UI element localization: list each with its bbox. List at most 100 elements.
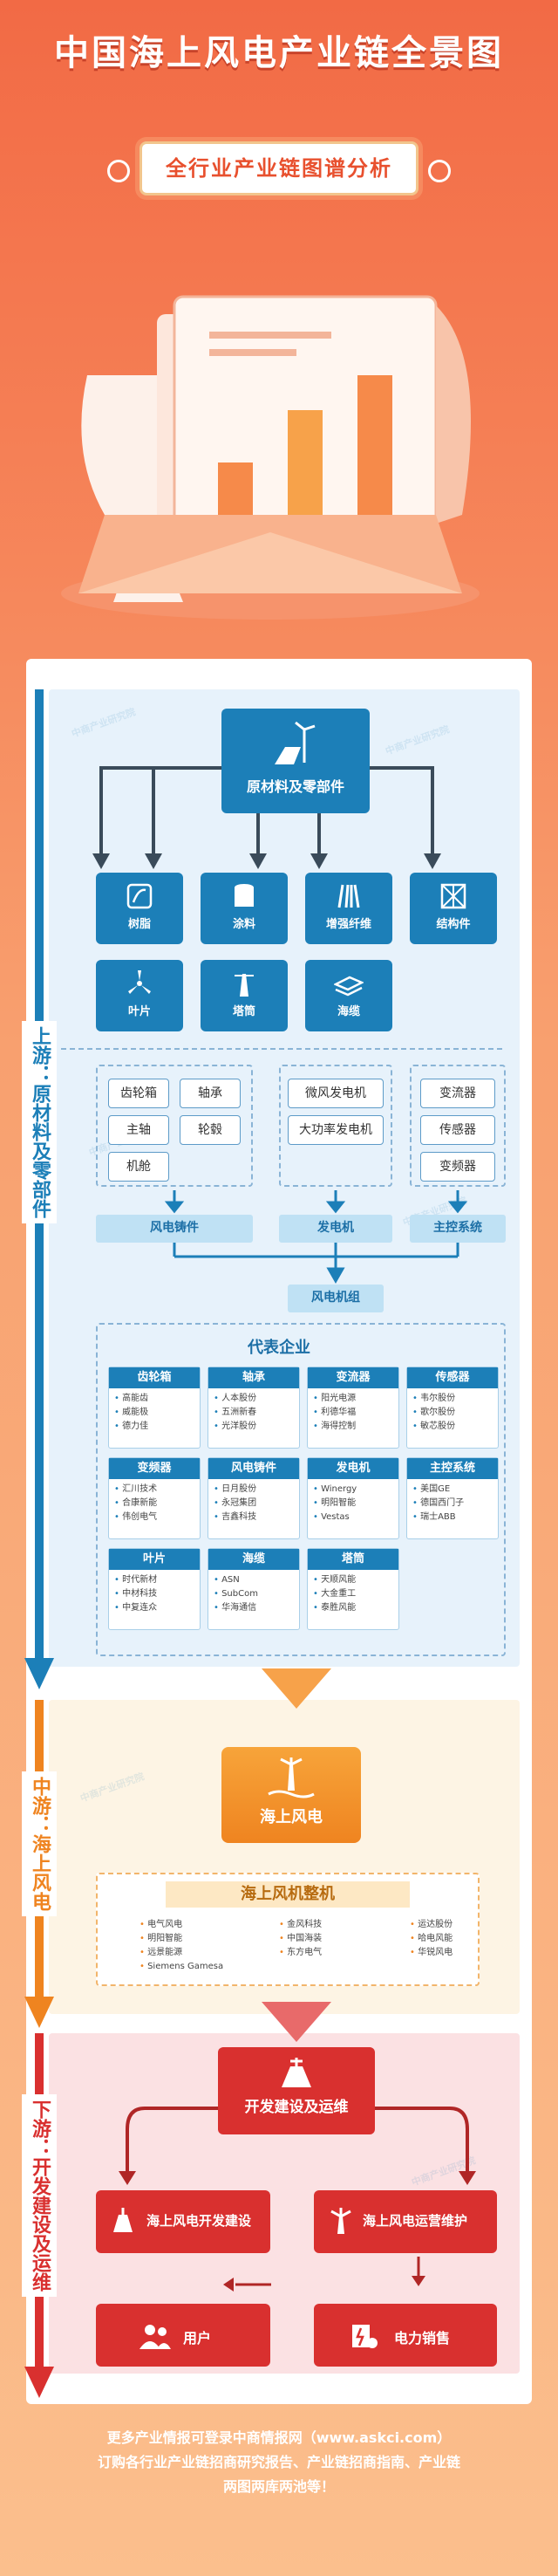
- offshore-platform-icon: [113, 2208, 133, 2232]
- rep-card-list: Winergy明阳智能Vestas: [308, 1479, 398, 1528]
- fiber-icon: [337, 884, 360, 908]
- tower-icon: [235, 974, 254, 997]
- upstream-hub: 原材料及零部件: [221, 709, 370, 813]
- group-control: 主控系统: [410, 1215, 506, 1243]
- offshore-wind-icon: [268, 1757, 315, 1798]
- subtitle-banner: 全行业产业链图谱分析: [107, 141, 451, 195]
- oem-list-1: 电气风电 明阳智能 远景能源 Siemens Gamesa: [140, 1918, 223, 1974]
- arrow-down-icon: [24, 1997, 54, 2028]
- rep-company: 高能齿: [114, 1392, 194, 1406]
- upstream-label: 上游：原材料及零部件: [22, 1021, 57, 1223]
- rep-company: 海得控制: [313, 1420, 393, 1434]
- hub-connectors: [92, 766, 441, 869]
- rep-company: 华海通信: [214, 1601, 294, 1615]
- castings-box: [96, 1065, 253, 1187]
- rep-company: 光洋股份: [214, 1420, 294, 1434]
- rep-card: 叶片时代新材中材科技中复连众: [108, 1548, 201, 1630]
- separator: [61, 1048, 506, 1050]
- rep-card-title: 发电机: [308, 1458, 398, 1479]
- arrow-down-icon: [24, 1658, 54, 1689]
- rep-company: 大金重工: [313, 1587, 393, 1601]
- rep-card: 齿轮箱高能齿威能极德力佳: [108, 1367, 201, 1449]
- offshore-ops-box: 海上风电运营维护: [314, 2190, 497, 2253]
- rep-card-title: 传感器: [407, 1367, 498, 1388]
- rep-enterprises-title: 代表企业: [248, 1339, 310, 1357]
- rep-card-title: 海缆: [208, 1549, 299, 1570]
- footer-line-1: 更多产业情报可登录中商情报网（www.askci.com）: [106, 2429, 452, 2446]
- part-bearing: 轴承: [180, 1079, 241, 1108]
- group-generator: 发电机: [279, 1215, 392, 1243]
- rep-card-list: 人本股份五洲新春光洋股份: [208, 1388, 299, 1437]
- oem-list-3: 运达股份 哈电风能 华锐风电: [410, 1918, 453, 1960]
- hero-illustration-icon: [61, 295, 480, 620]
- rep-card: 发电机Winergy明阳智能Vestas: [307, 1457, 399, 1539]
- rep-card: 轴承人本股份五洲新春光洋股份: [208, 1367, 300, 1449]
- subtitle: 全行业产业链图谱分析: [166, 156, 392, 181]
- material-structure: 结构件: [410, 873, 497, 944]
- rep-company: 日月股份: [214, 1483, 294, 1497]
- downstream-hub: 开发建设及运维: [218, 2047, 375, 2134]
- rep-company: 韦尔股份: [412, 1392, 493, 1406]
- rep-company: 美国GE: [412, 1483, 493, 1497]
- rep-card-list: 阳光电源利德华福海得控制: [308, 1388, 398, 1437]
- material-cable: 海缆: [305, 960, 392, 1031]
- rep-card: 塔筒天顺风能大金重工泰胜风能: [307, 1548, 399, 1630]
- rep-enterprises-box: [96, 1323, 506, 1656]
- part-breeze-generator: 微风发电机: [288, 1079, 384, 1108]
- rep-card: 主控系统美国GE德国西门子瑞士ABB: [406, 1457, 499, 1539]
- rep-card-title: 轴承: [208, 1367, 299, 1388]
- part-gearbox: 齿轮箱: [108, 1079, 169, 1108]
- rep-card: 传感器韦尔股份歌尔股份敏芯股份: [406, 1367, 499, 1449]
- power-sales-label: 电力销售: [394, 2330, 451, 2346]
- part-high-power-generator: 大功率发电机: [288, 1115, 384, 1145]
- power-plug-icon: [352, 2325, 378, 2348]
- material-fiber: 增强纤维: [305, 873, 392, 944]
- rep-company: SubCom: [214, 1587, 294, 1601]
- rep-company: 人本股份: [214, 1392, 294, 1406]
- rep-company: 阳光电源: [313, 1392, 393, 1406]
- rep-company: 时代新材: [114, 1573, 194, 1587]
- downstream-label: 下游：开发建设及运维: [22, 2094, 57, 2297]
- cable-icon: [334, 976, 364, 997]
- arrow-down-icon: [24, 2367, 54, 2398]
- rep-card: 变流器阳光电源利德华福海得控制: [307, 1367, 399, 1449]
- upstream-hub-label: 原材料及零部件: [246, 778, 344, 795]
- flow-arrows: [223, 2257, 425, 2292]
- rep-card-title: 主控系统: [407, 1458, 498, 1479]
- rep-card-title: 风电铸件: [208, 1458, 299, 1479]
- power-sales-box: 电力销售: [314, 2304, 497, 2367]
- material-paint: 涂料: [201, 873, 288, 944]
- footer-line-2: 订购各行业产业链招商研究报告、产业链招商指南、产业链: [97, 2454, 460, 2470]
- blade-icon: [128, 970, 151, 994]
- rep-company: 德国西门子: [412, 1497, 493, 1511]
- offshore-ops-label: 海上风电运营维护: [363, 2213, 468, 2229]
- material-resin: 树脂: [96, 873, 183, 944]
- wind-turbine-assembly: 风电机组: [288, 1285, 384, 1312]
- downstream-connectors: [119, 2107, 476, 2185]
- part-inverter: 变频器: [420, 1152, 495, 1182]
- rep-card-title: 变流器: [308, 1367, 398, 1388]
- group-castings: 风电铸件: [96, 1215, 253, 1243]
- rep-card-list: ASNSubCom华海通信: [208, 1570, 299, 1619]
- rep-company: 德力佳: [114, 1420, 194, 1434]
- rep-card-title: 塔筒: [308, 1549, 398, 1570]
- turbine-icon: [330, 2208, 351, 2234]
- part-converter: 变流器: [420, 1079, 495, 1108]
- offshore-build-label: 海上风电开发建设: [146, 2213, 252, 2229]
- rep-card: 风电铸件日月股份永冠集团吉鑫科技: [208, 1457, 300, 1539]
- oem-list-2: 金风科技 中国海装 东方电气: [279, 1918, 322, 1960]
- paint-can-icon: [235, 884, 254, 907]
- rep-company: 明阳智能: [313, 1497, 393, 1511]
- wind-solar-icon: [275, 721, 316, 764]
- rep-company: 瑞士ABB: [412, 1511, 493, 1524]
- rep-company: 中材科技: [114, 1587, 194, 1601]
- rep-company: 合康新能: [114, 1497, 194, 1511]
- rep-card: 变频器汇川技术合康新能伟创电气: [108, 1457, 201, 1539]
- rep-company: 歌尔股份: [412, 1406, 493, 1420]
- material-tower: 塔筒: [201, 960, 288, 1031]
- part-main-shaft: 主轴: [108, 1115, 169, 1145]
- rep-card-list: 天顺风能大金重工泰胜风能: [308, 1570, 398, 1619]
- rep-company: 泰胜风能: [313, 1601, 393, 1615]
- rep-company: ASN: [214, 1573, 294, 1587]
- page-title: 中国海上风电产业链全景图: [54, 33, 504, 73]
